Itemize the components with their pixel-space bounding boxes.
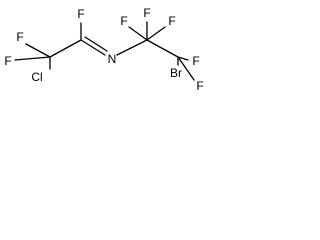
atom-f8: F: [196, 79, 203, 93]
bond-c4-f7: [177, 56, 189, 61]
atom-n: N: [108, 52, 117, 66]
atom-f3: F: [4, 54, 11, 68]
bond-c3-f6: [146, 26, 166, 41]
molecule-structure: F F F Cl N F F F F Br F: [4, 6, 203, 93]
bond-c4-f8: [177, 56, 195, 81]
atom-f6: F: [168, 14, 175, 28]
atom-br: Br: [170, 66, 182, 80]
atom-f7: F: [192, 54, 199, 68]
atom-f4: F: [120, 14, 127, 28]
bond-c1-f2: [25, 43, 51, 58]
bond-c3-c4: [146, 39, 179, 58]
bond-c1-c2: [49, 39, 82, 58]
bond-c3-f5: [128, 26, 148, 41]
bond-c2-n-double-2: [84, 36, 108, 52]
bond-c1-f3: [14, 56, 51, 61]
atom-f1: F: [77, 7, 84, 21]
bond-c2-n-double-1: [80, 39, 106, 56]
atom-f2: F: [16, 30, 23, 44]
atom-f5: F: [143, 6, 150, 20]
atom-cl: Cl: [31, 70, 42, 84]
bond-n-c3: [116, 39, 148, 56]
